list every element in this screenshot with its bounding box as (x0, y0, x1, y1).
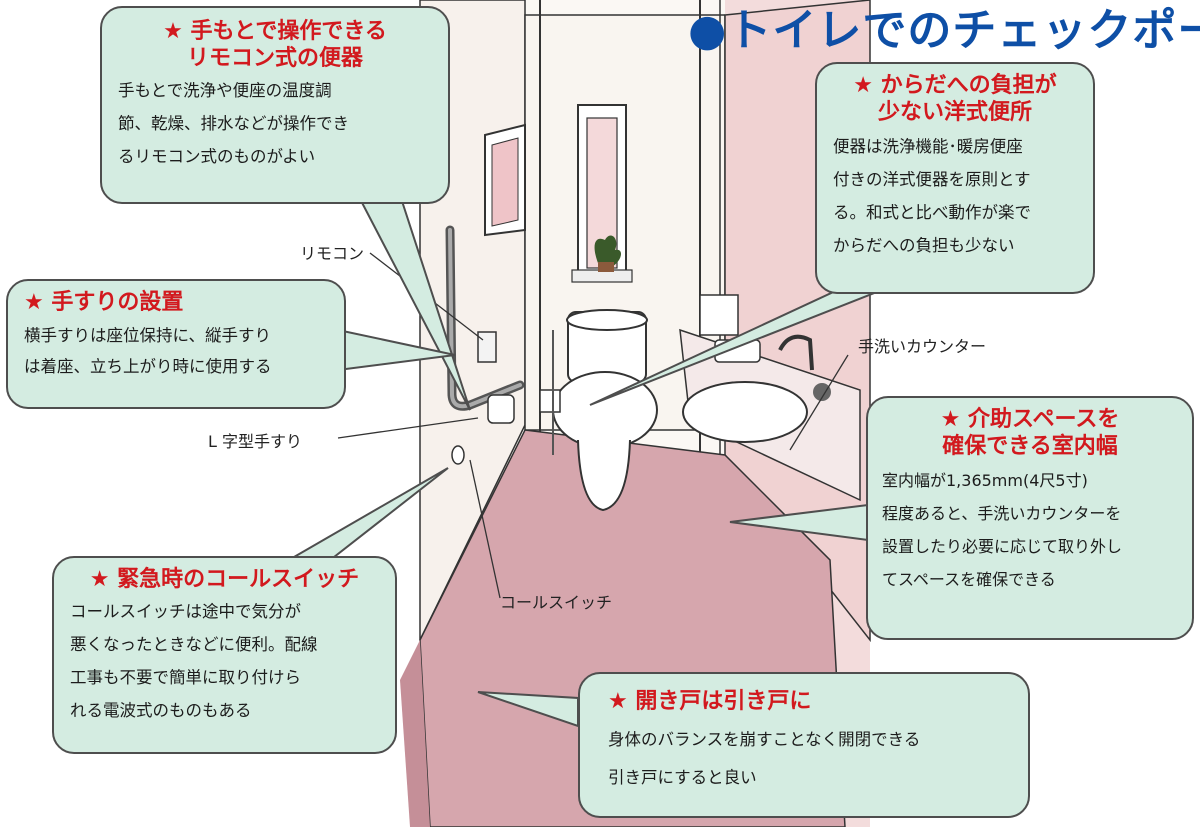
l-shaped-handrail (445, 225, 525, 411)
callout-body: コールスイッチは途中で気分が 悪くなったときなどに便利。配線 工事も不要で簡単に… (70, 602, 318, 720)
label-hand-wash: 手洗いカウンター (858, 337, 987, 356)
callout-call-switch: ★ 緊急時のコールスイッチ コールスイッチは途中で気分が 悪くなったときなどに便… (52, 556, 397, 754)
toilet (539, 309, 658, 512)
window (571, 104, 633, 283)
callout-body: 便器は洗浄機能･暖房便座 付きの洋式便器を原則とす る。和式と比べ動作が楽で か… (833, 137, 1031, 255)
callout-heading: ★ 介助スペースを 確保できる室内幅 (940, 407, 1120, 459)
plant (594, 235, 622, 272)
label-remote: リモコン (300, 244, 365, 263)
paper-holder (487, 394, 515, 424)
callout-remote-toilet: ★ 手もとで操作できる リモコン式の便器 手もとで洗浄や便座の温度調 節、乾燥、… (100, 6, 450, 204)
hand-wash-counter (679, 294, 861, 502)
callout-sliding-door: ★ 開き戸は引き戸に 身体のバランスを崩すことなく開閉できる 引き戸にすると良い (578, 672, 1030, 818)
call-switch-device (451, 445, 465, 465)
callout-body: 室内幅が1,365mm(4尺5寸) 程度あると、手洗いカウンターを 設置したり必… (882, 471, 1123, 589)
callout-tails (271, 194, 921, 728)
callout-body: 横手すりは座位保持に、縦手すり は着座、立ち上がり時に使用する (24, 326, 272, 376)
wall-picture (484, 123, 526, 237)
label-l-rail: L 字型手すり (208, 432, 303, 451)
callout-body: 手もとで洗浄や便座の温度調 節、乾燥、排水などが操作でき るリモコン式のものがよ… (118, 81, 349, 166)
callout-handrail: ★ 手すりの設置 横手すりは座位保持に、縦手すり は着座、立ち上がり時に使用する (6, 279, 346, 409)
label-call-switch: コールスイッチ (500, 593, 613, 612)
callout-heading: ★ からだへの負担が 少ない洋式便所 (853, 73, 1057, 125)
page-title: ●トイレでのチェックポー (688, 5, 1200, 56)
callout-body: 身体のバランスを崩すことなく開閉できる 引き戸にすると良い (608, 730, 921, 787)
callout-heading: ★ 手すりの設置 (24, 290, 184, 315)
callout-heading: ★ 緊急時のコールスイッチ (89, 567, 360, 592)
callout-assist-space: ★ 介助スペースを 確保できる室内幅 室内幅が1,365mm(4尺5寸) 程度あ… (866, 396, 1194, 640)
callout-heading: ★ 開き戸は引き戸に (608, 689, 812, 714)
callout-western-toilet: ★ からだへの負担が 少ない洋式便所 便器は洗浄機能･暖房便座 付きの洋式便器を… (815, 62, 1095, 294)
remote-controller (477, 331, 497, 363)
callout-heading: ★ 手もとで操作できる リモコン式の便器 (163, 19, 387, 71)
